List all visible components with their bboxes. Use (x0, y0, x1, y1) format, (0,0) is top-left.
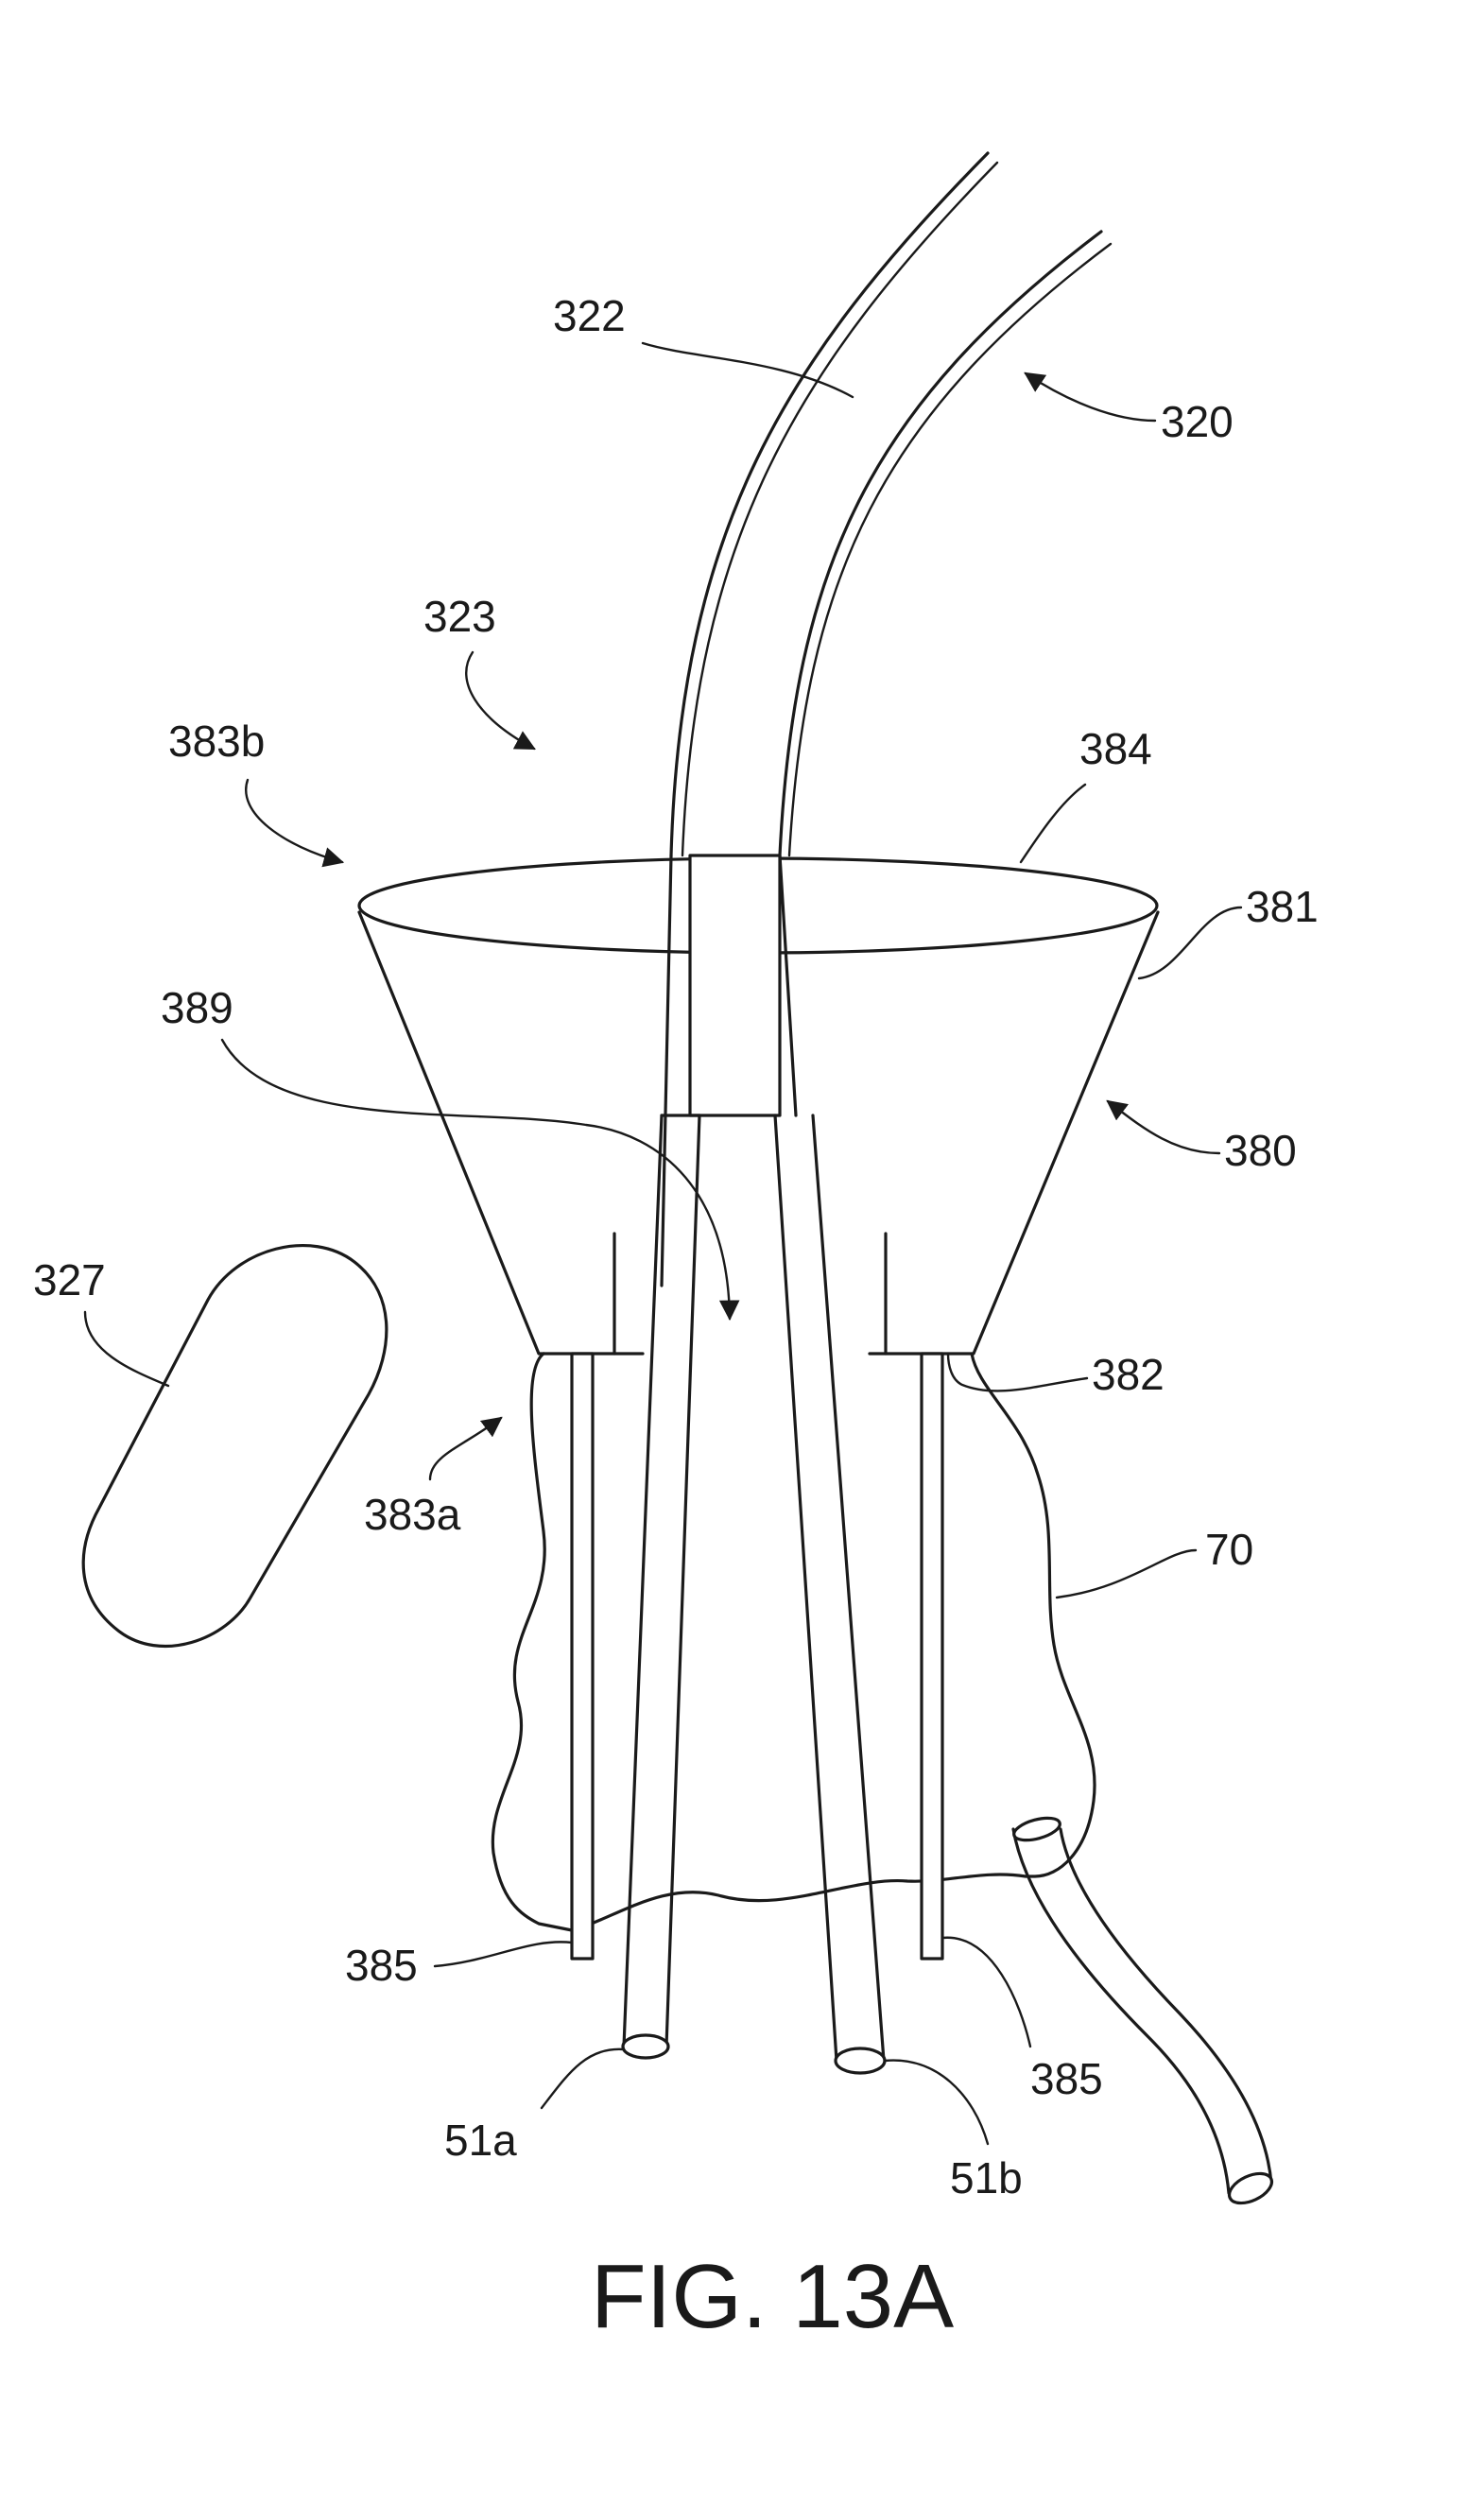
leader-323 (466, 652, 534, 749)
catheter-322-inner-left (682, 163, 997, 855)
label-322: 322 (553, 291, 626, 340)
label-381: 381 (1246, 882, 1319, 931)
leader-383a (430, 1418, 501, 1479)
label-51b: 51b (950, 2153, 1023, 2203)
label-383b: 383b (168, 717, 265, 766)
label-385-right: 385 (1030, 2054, 1103, 2103)
label-51a: 51a (444, 2116, 517, 2165)
figure-caption: FIG. 13A (591, 2246, 954, 2347)
post-385-right (922, 1354, 942, 1959)
label-70: 70 (1205, 1525, 1253, 1574)
leader-70 (1057, 1550, 1196, 1598)
tube-51a-end (623, 2035, 668, 2058)
outlet-tube (1013, 1829, 1229, 2193)
leader-389 (222, 1040, 730, 1319)
label-380: 380 (1224, 1126, 1297, 1175)
catheter-322-outer-right (780, 232, 1101, 855)
leader-320 (1026, 373, 1155, 421)
catheter-322-outer-left (671, 153, 988, 855)
leader-384 (1021, 785, 1085, 862)
outlet-tube-end (1225, 2168, 1276, 2209)
tube-51b-end (836, 2048, 885, 2073)
label-384: 384 (1079, 724, 1152, 773)
leader-380 (1108, 1101, 1219, 1153)
label-320: 320 (1161, 397, 1234, 446)
leader-51a (542, 2049, 624, 2108)
leader-385-left (435, 1942, 572, 1966)
label-385-left: 385 (345, 1941, 418, 1990)
label-389: 389 (161, 983, 233, 1032)
leader-385-right (942, 1938, 1030, 2047)
label-383a: 383a (364, 1490, 461, 1539)
label-323: 323 (423, 592, 496, 641)
post-385-left (572, 1354, 593, 1959)
outlet-tube-inner (1061, 1829, 1271, 2184)
capsule-327 (83, 1246, 387, 1647)
leader-382 (948, 1354, 1087, 1391)
leader-383b (246, 780, 342, 862)
leader-51b (885, 2061, 988, 2144)
outlet-tube-top (1011, 1814, 1061, 1844)
label-382: 382 (1092, 1350, 1165, 1399)
label-327: 327 (33, 1255, 106, 1304)
catheter-sleeve (690, 855, 780, 1115)
tube-51b (775, 1115, 884, 2061)
leader-327 (85, 1312, 168, 1386)
